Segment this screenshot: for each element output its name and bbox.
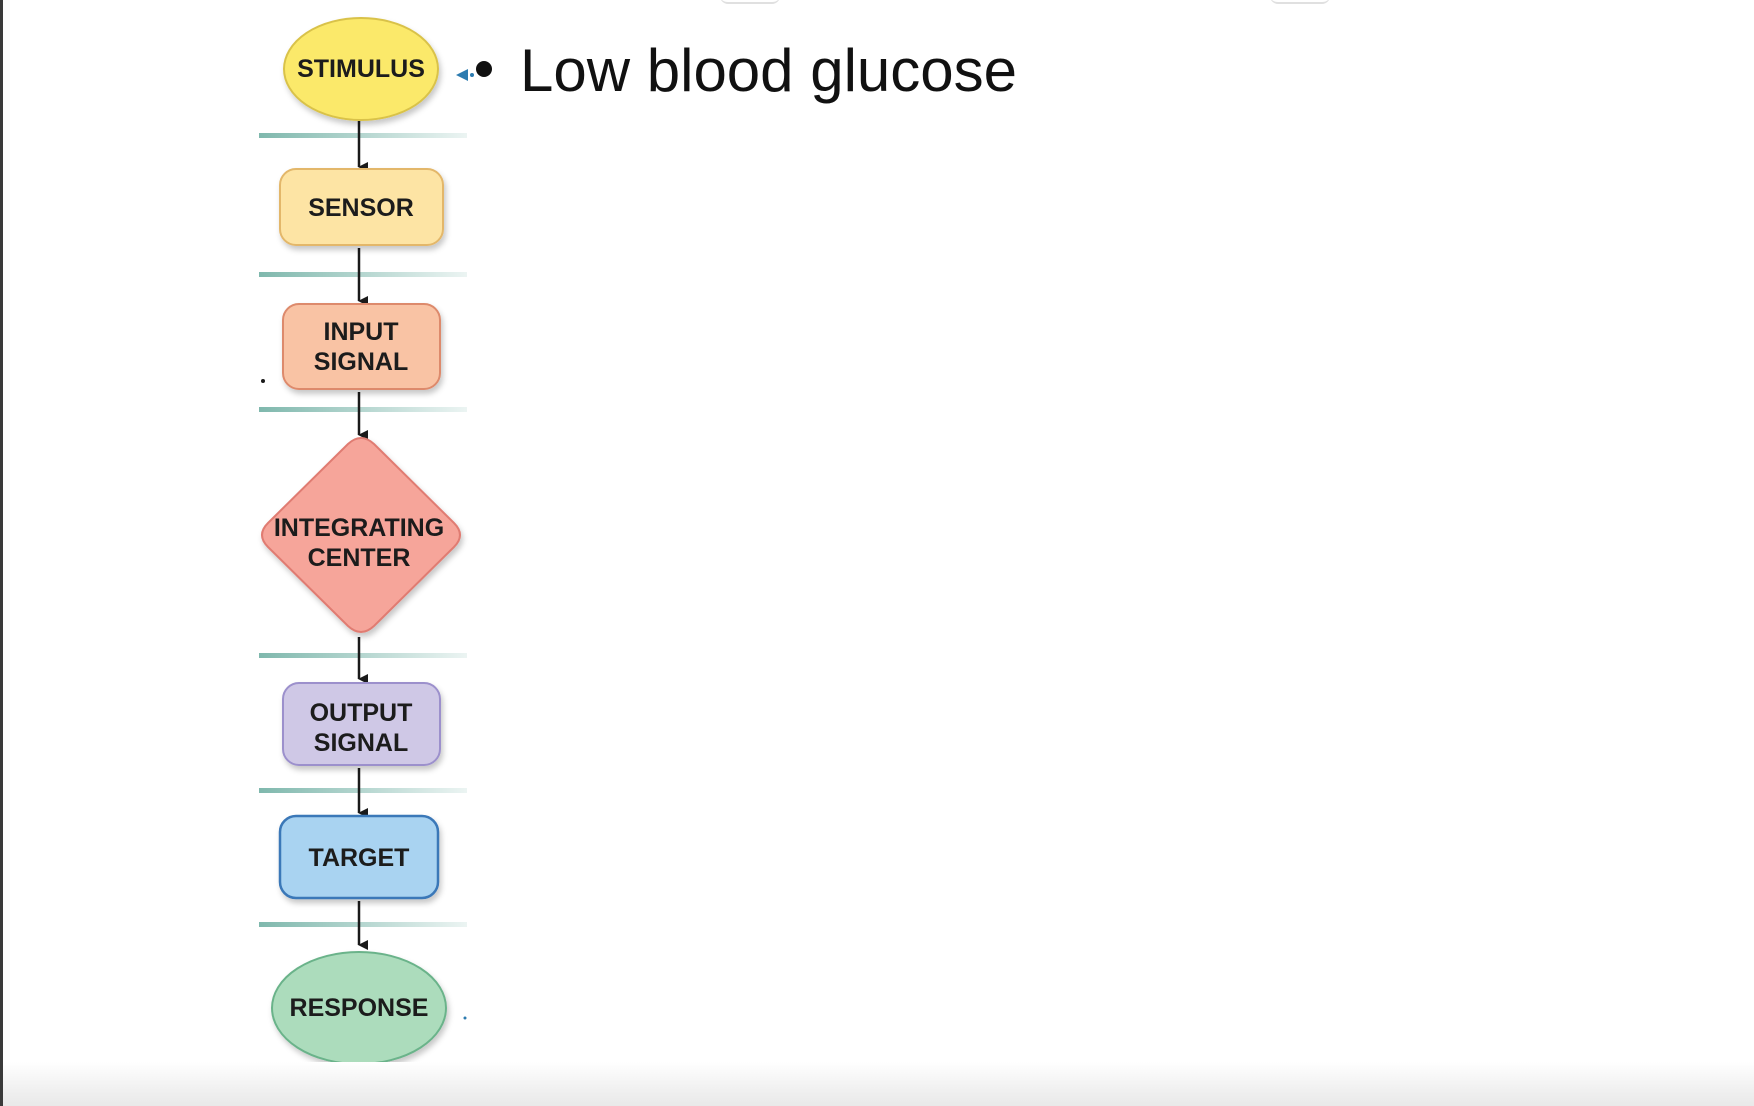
sensor-label: SENSOR [308,194,414,222]
output-signal-node: OUTPUT SIGNAL [282,682,441,766]
divider-line [259,272,467,277]
pointer-dot [470,73,474,77]
input-signal-label-line2: SIGNAL [314,348,408,376]
integrating-center-node: INTEGRATING CENTER [261,437,461,633]
target-box [278,814,440,900]
output-signal-box [282,682,441,766]
response-label: RESPONSE [290,994,429,1022]
target-label: TARGET [309,844,410,872]
divider-line [259,922,467,927]
stimulus-node: STIMULUS [283,17,439,121]
divider-line [259,407,467,412]
response-node: RESPONSE [271,951,447,1065]
stimulus-label: STIMULUS [297,55,425,83]
sensor-box [279,168,444,246]
stray-dot [463,1016,467,1020]
pointer-arrow-icon [456,69,468,81]
integrating-center-label-line1: INTEGRATING [274,514,444,542]
window-edge [0,0,3,1106]
top-arc-decoration-right [1270,0,1330,4]
bullet-text: Low blood glucose [520,37,1018,104]
top-arc-decoration-left [720,0,780,4]
divider-line [259,788,467,793]
bottom-bar [3,1062,1754,1106]
stray-dot [261,379,265,383]
output-signal-label-line2: SIGNAL [314,729,408,757]
input-signal-label-line1: INPUT [324,318,399,346]
input-signal-box [282,303,441,390]
integrating-center-label-line2: CENTER [308,544,411,572]
stimulus-ellipse [283,17,439,121]
target-node: TARGET [278,814,440,900]
input-signal-node: INPUT SIGNAL [282,303,441,390]
bullet-icon [476,61,492,77]
divider-line [259,653,467,658]
sensor-node: SENSOR [279,168,444,246]
integrating-center-diamond [261,437,461,633]
output-signal-label-line1: OUTPUT [310,699,413,727]
divider-line [259,133,467,138]
